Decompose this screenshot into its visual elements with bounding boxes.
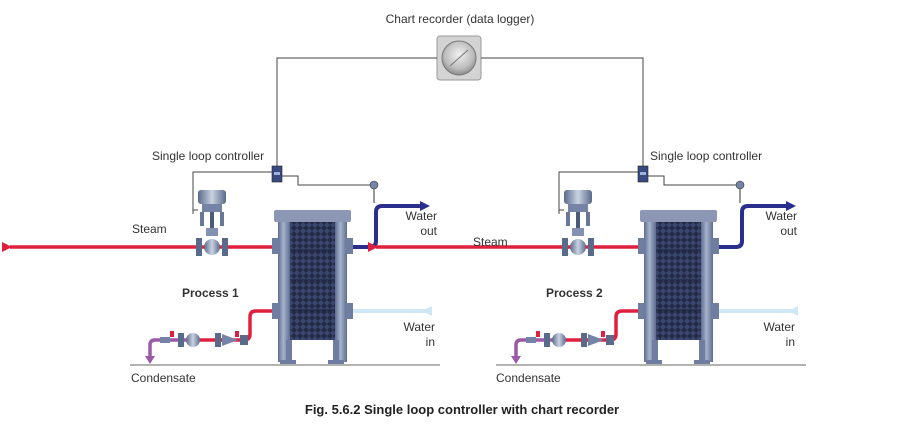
left-water-out-line1: Water xyxy=(405,209,437,223)
figure-caption: Fig. 5.6.2 Single loop controller with c… xyxy=(305,402,619,417)
left-water-in-line1: Water xyxy=(403,320,435,334)
recorder-line-right xyxy=(481,57,644,166)
right-water-out-line1: Water xyxy=(765,209,797,223)
right-controller-label: Single loop controller xyxy=(650,149,762,163)
right-steam-label: Steam xyxy=(473,235,508,249)
left-condensate-label: Condensate xyxy=(131,371,196,385)
left-steam-label: Steam xyxy=(132,222,167,236)
process-unit-1 xyxy=(0,164,442,367)
recorder-line-left xyxy=(276,57,437,166)
recorder-label: Chart recorder (data logger) xyxy=(386,12,535,26)
right-water-out-line2: out xyxy=(780,224,797,238)
right-condensate-label: Condensate xyxy=(496,371,561,385)
right-water-in-line2: in xyxy=(786,335,795,349)
left-water-out-line2: out xyxy=(420,224,437,238)
right-water-in-line1: Water xyxy=(763,320,795,334)
left-process-label: Process 1 xyxy=(182,286,239,300)
left-controller-label: Single loop controller xyxy=(152,149,264,163)
right-process-label: Process 2 xyxy=(546,286,603,300)
left-water-in-line2: in xyxy=(426,335,435,349)
